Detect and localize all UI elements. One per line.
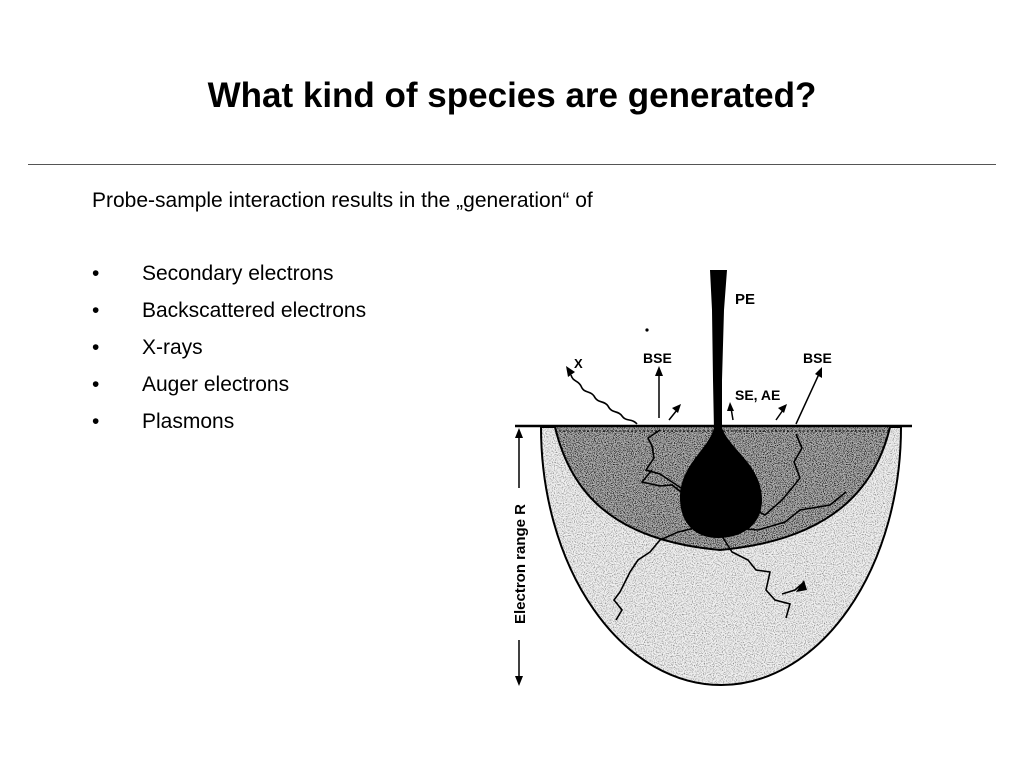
label-se-ae: SE, AE (735, 387, 780, 403)
bullet-icon: • (92, 373, 100, 396)
list-item-text: Auger electrons (142, 373, 290, 396)
bullet-icon: • (92, 336, 100, 359)
scattering-trajectories (612, 429, 847, 621)
bullet-icon: • (92, 410, 100, 433)
bullet-icon: • (92, 262, 100, 285)
primary-beam (710, 270, 727, 430)
list-item-text: X-rays (142, 336, 203, 359)
list-item-text: Secondary electrons (142, 262, 334, 285)
label-bse-left: BSE (643, 350, 672, 366)
list-item-text: Backscattered electrons (142, 299, 367, 322)
bullet-icon: • (92, 299, 100, 322)
label-bse-right: BSE (803, 350, 832, 366)
label-x: X (574, 356, 583, 371)
excitation-core (680, 428, 762, 538)
list-item-text: Plasmons (142, 410, 235, 433)
label-electron-range: Electron range R (512, 504, 529, 624)
label-pe: PE (735, 291, 755, 308)
intro-text: Probe-sample interaction results in the … (92, 189, 593, 212)
slide-title: What kind of species are generated? (207, 76, 817, 115)
x-ray-path (570, 374, 638, 425)
title-divider (28, 164, 996, 165)
